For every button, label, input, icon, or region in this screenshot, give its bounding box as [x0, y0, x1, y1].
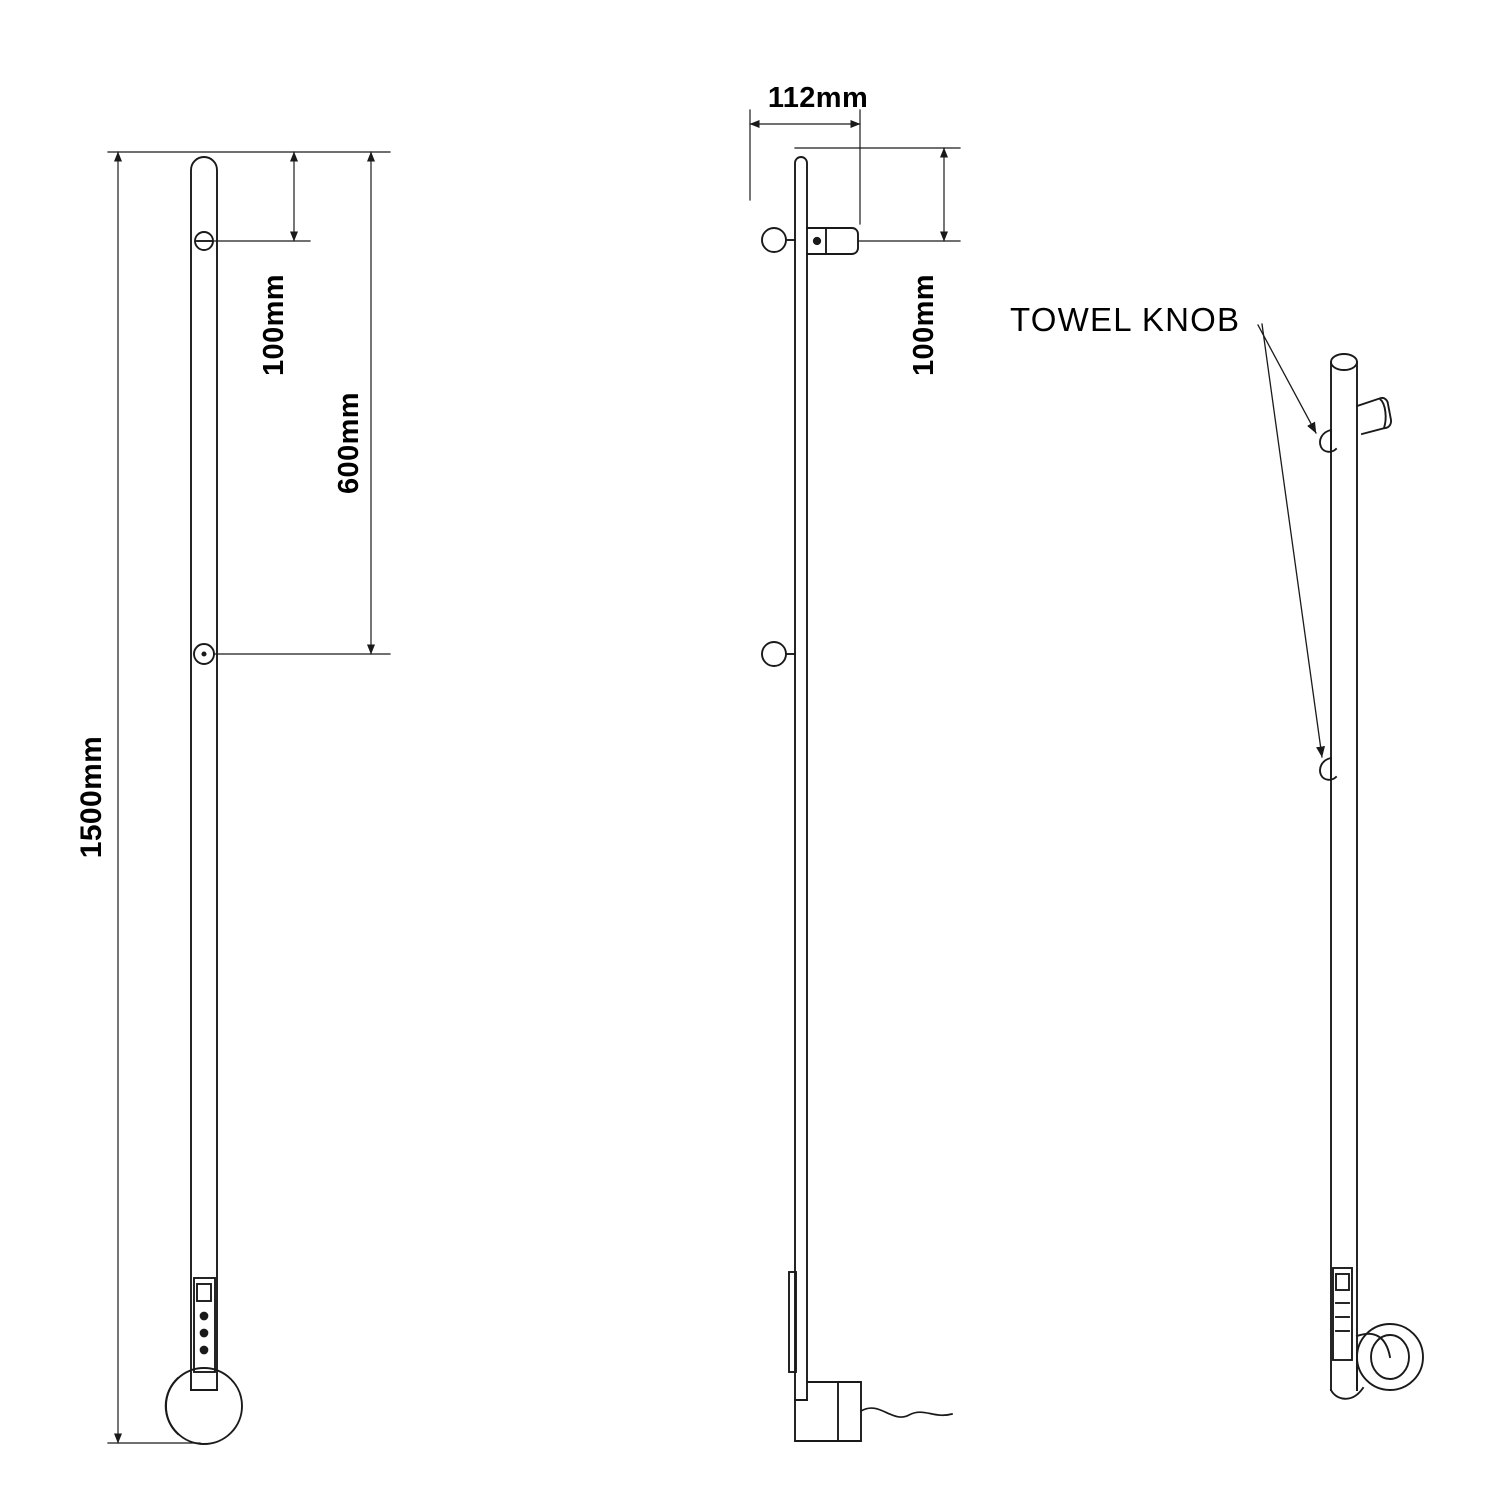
- side-view-control-panel: [788, 1271, 797, 1373]
- towel-knob-leader-lines: [1257, 323, 1326, 758]
- side-view-fixing-lower: [761, 641, 796, 667]
- front-view-rail-tube: [190, 156, 218, 1391]
- iso-view-knob-lower-left: [1319, 756, 1338, 781]
- side-view: [761, 156, 954, 1442]
- front-view-control-panel: [193, 1277, 216, 1373]
- iso-view-tube-base-join: [1329, 1359, 1365, 1400]
- iso-view-knob-upper-left: [1319, 428, 1338, 453]
- iso-view-control-panel: [1332, 1267, 1353, 1361]
- front-view: [164, 156, 243, 1445]
- side-view-wall-bracket: [794, 1381, 862, 1442]
- isometric-view: [1319, 353, 1424, 1400]
- dimension-knob-spacing: 600mm: [333, 392, 365, 494]
- front-view-wall-plate: [164, 1367, 243, 1445]
- dimension-depth: 112mm: [768, 82, 868, 114]
- iso-view-knob-upper-right: [1355, 396, 1392, 436]
- front-view-knob-lower: [193, 643, 215, 665]
- dimension-overall-height: 1500mm: [75, 736, 108, 859]
- front-view-dimension-lines: [107, 151, 391, 1444]
- dimension-side-top-offset: 100mm: [908, 274, 940, 376]
- side-view-power-cable: [859, 1407, 954, 1418]
- iso-view-wall-plate: [1355, 1323, 1424, 1391]
- side-view-rail-tube: [794, 156, 808, 1401]
- front-view-knob-upper: [194, 231, 214, 251]
- side-view-dimension-lines: [749, 109, 961, 242]
- iso-view-rail-tube: [1330, 353, 1358, 1391]
- dimension-top-offset: 100mm: [258, 274, 290, 376]
- side-view-knob-upper: [806, 227, 859, 255]
- annotation-towel-knob: TOWEL KNOB: [1010, 301, 1240, 338]
- side-view-fixing-upper: [761, 227, 796, 253]
